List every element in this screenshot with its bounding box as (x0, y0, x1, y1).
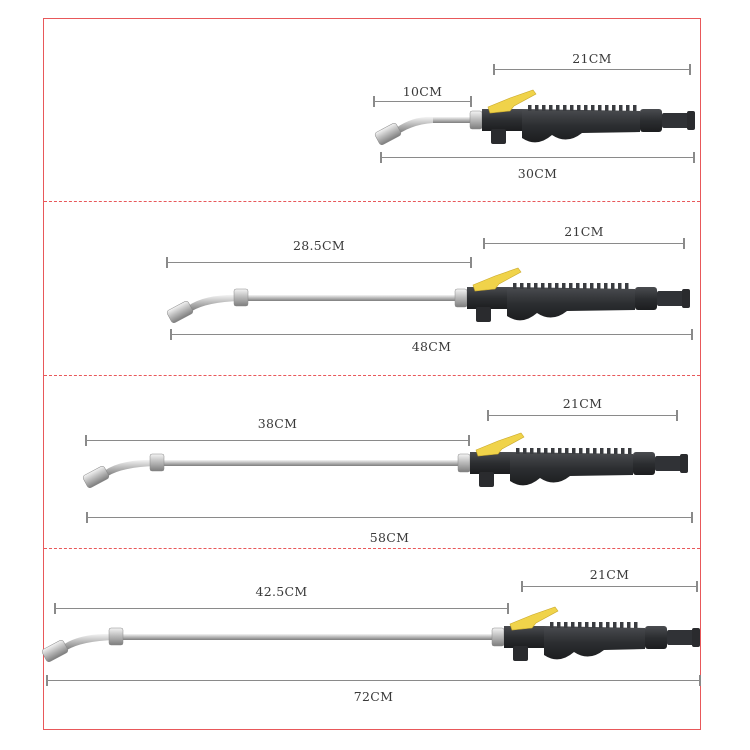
total-dimension-line (86, 512, 693, 523)
total-length-label: 30CM (517, 166, 558, 181)
total-dimension-line (170, 329, 693, 340)
product-frame (43, 18, 701, 730)
lance-length-label: 42.5CM (255, 584, 308, 599)
handle-dimension-line (521, 581, 698, 592)
total-dimension-line (380, 152, 695, 163)
handle-length-label: 21CM (589, 567, 630, 582)
panel-divider (44, 201, 700, 202)
lance-dimension-line (54, 603, 509, 614)
handle-dimension-line (483, 238, 685, 249)
handle-dimension-line (487, 410, 678, 421)
handle-length-label: 21CM (572, 51, 612, 66)
panel-divider (44, 375, 700, 376)
total-length-label: 58CM (369, 530, 410, 545)
panel-divider (44, 548, 700, 549)
total-length-label: 72CM (353, 689, 394, 704)
handle-length-label: 21CM (562, 396, 603, 411)
handle-length-label: 21CM (564, 224, 604, 239)
handle-dimension-line (493, 64, 691, 75)
lance-length-label: 10CM (402, 84, 443, 99)
lance-dimension-line (85, 435, 470, 446)
total-dimension-line (46, 675, 701, 686)
lance-length-label: 38CM (257, 416, 298, 431)
lance-dimension-line (373, 96, 472, 107)
lance-dimension-line (166, 257, 472, 268)
lance-length-label: 28.5CM (293, 238, 345, 253)
total-length-label: 48CM (411, 339, 452, 354)
